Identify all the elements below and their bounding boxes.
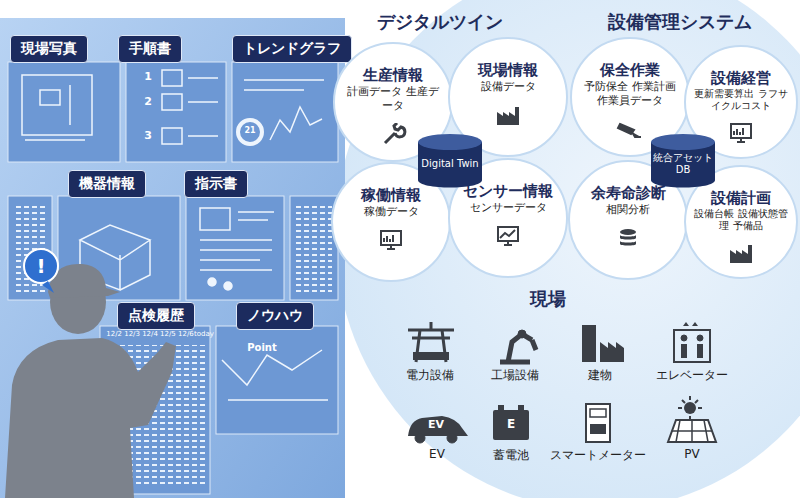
node-heading: 稼働情報	[361, 186, 421, 205]
node-heading: 現場写真	[21, 40, 77, 58]
node-heading: 統合アセット DB	[652, 146, 714, 176]
info-tag: 指示書	[184, 170, 248, 198]
dashboard-panel	[0, 18, 345, 498]
text-label: スマートメーター	[550, 447, 646, 464]
node-heading: 点検履歴	[128, 307, 184, 325]
info-tag: 機器情報	[68, 170, 146, 198]
node-body: 相関分析	[580, 203, 676, 217]
node-body: 更新需要算出 ラフサイクルコスト	[693, 88, 789, 112]
node-heading: 機器情報	[79, 175, 135, 193]
info-tag: トレンドグラフ	[232, 35, 352, 63]
text-label: 建物	[588, 367, 612, 384]
info-tag: ノウハウ	[236, 302, 314, 330]
node-heading: 生産情報	[363, 66, 423, 85]
info-icon	[377, 229, 405, 251]
node-heading: 現場情報	[478, 61, 538, 80]
text-label: エレベーター	[656, 367, 728, 384]
text-label: 設備管理システム	[608, 10, 752, 34]
text-label: 現場	[530, 287, 566, 311]
node-body: センサーデータ	[460, 201, 556, 215]
text-label: !	[36, 254, 45, 278]
text-label: Point	[247, 342, 277, 353]
text-label: EV	[428, 418, 444, 431]
text-label: 21	[244, 126, 255, 135]
node-heading: ノウハウ	[247, 307, 303, 325]
node-heading: 手順書	[129, 40, 171, 58]
database-cylinder: Digital Twin	[415, 132, 485, 190]
text-label: 電力設備	[406, 367, 454, 384]
info-icon	[494, 104, 522, 126]
text-label: 12/2 12/3 12/4 12/5 12/6	[106, 330, 194, 338]
text-label: EV	[429, 447, 445, 461]
text-label: デジタルツイン	[377, 10, 503, 34]
database-cylinder: 統合アセット DB	[648, 132, 718, 190]
info-tag: 手順書	[118, 35, 182, 63]
info-icon	[614, 227, 642, 249]
node-heading: Digital Twin	[419, 152, 481, 170]
info-tag: 点検履歴	[117, 302, 195, 330]
text-label: 1	[144, 70, 152, 83]
text-label: 2	[144, 95, 152, 108]
operator-silhouette	[5, 264, 176, 498]
node-body: 予防保全 作業計画 作業員データ	[582, 80, 678, 108]
info-icon	[494, 225, 522, 247]
text-label: E	[507, 417, 515, 431]
node-heading: 保全作業	[600, 61, 660, 80]
site-icons	[408, 322, 716, 443]
data-rows	[296, 205, 332, 295]
node-body: 稼働データ	[343, 205, 439, 219]
node-heading: センサー情報	[463, 182, 553, 201]
node-body: 計画データ 生産データ	[345, 85, 441, 113]
alert-bubble	[24, 249, 58, 283]
info-tag: 現場写真	[10, 35, 88, 63]
node-heading: 設備計画	[711, 189, 771, 208]
info-icon	[727, 242, 755, 264]
text-label: PV	[684, 447, 699, 461]
info-icon	[727, 122, 755, 144]
node-body: 設備データ	[460, 80, 556, 94]
node-body: 設備台帳 設備状態管理 予備品	[693, 208, 789, 232]
node-heading: 設備経営	[711, 69, 771, 88]
text-label: 3	[144, 129, 152, 142]
info-icon	[616, 118, 644, 140]
text-label: today	[194, 330, 214, 338]
node-heading: トレンドグラフ	[243, 40, 341, 58]
node-heading: 余寿命診断	[591, 184, 666, 203]
text-label: 工場設備	[491, 367, 539, 384]
node-heading: 指示書	[195, 175, 237, 193]
info-icon	[379, 123, 407, 145]
alert-bubble-tail	[42, 281, 54, 293]
text-label: 蓄電池	[493, 447, 529, 464]
